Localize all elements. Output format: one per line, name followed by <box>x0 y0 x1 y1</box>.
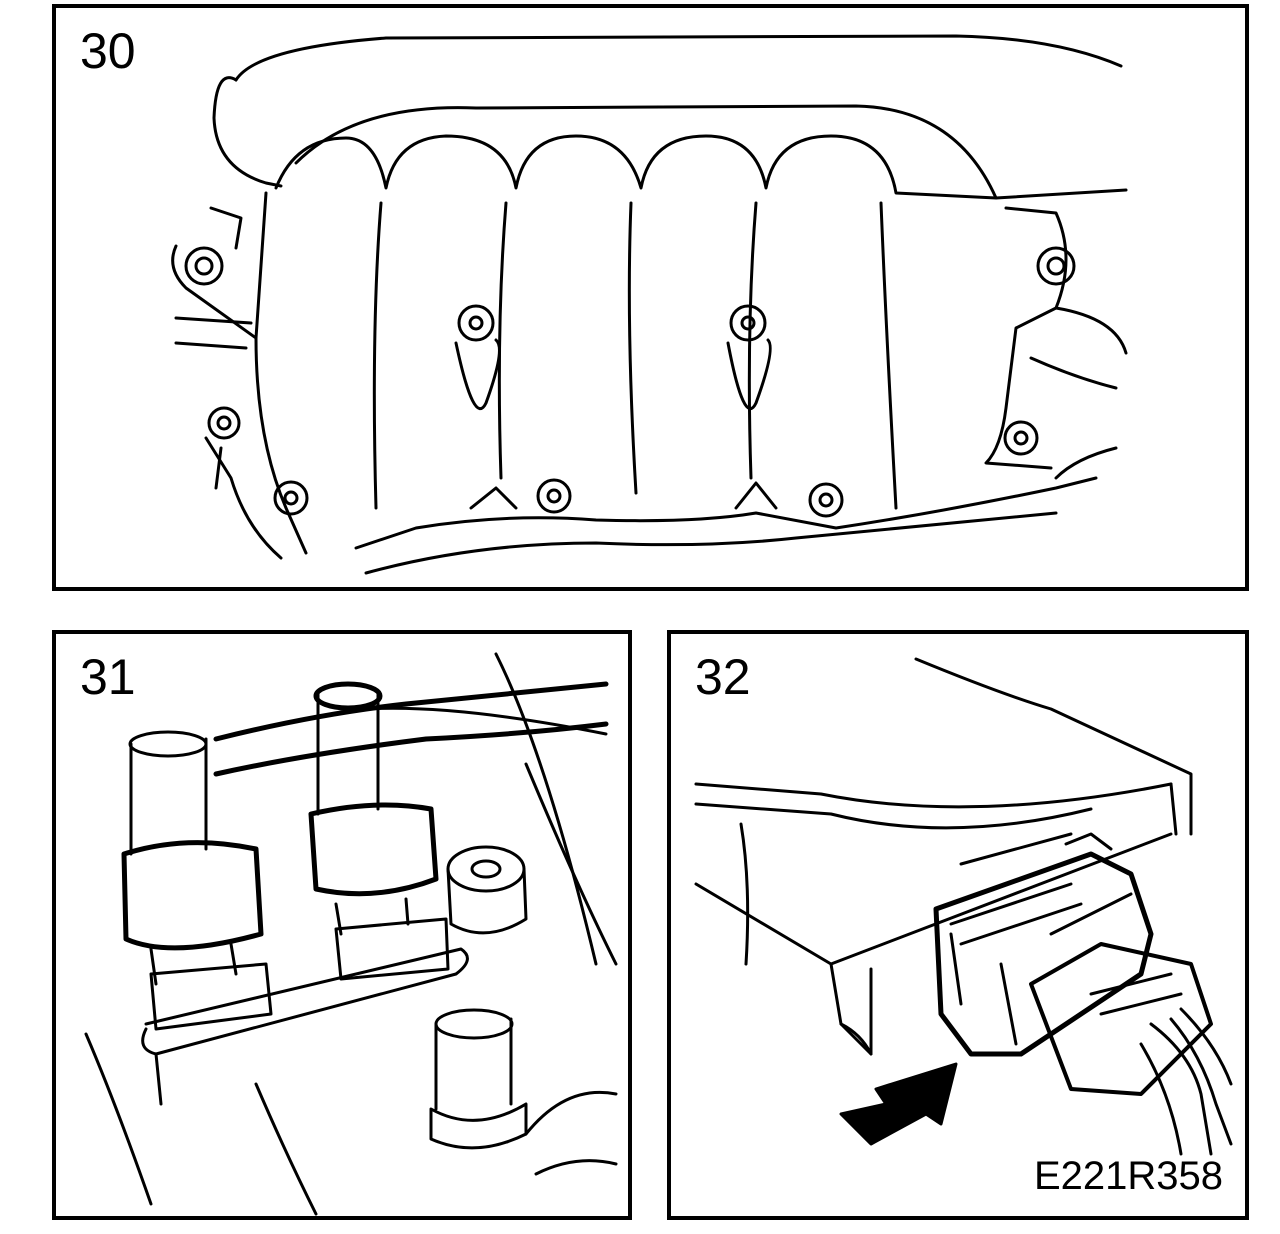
panel-number: 32 <box>695 649 751 705</box>
panel-31: 31 <box>52 630 632 1220</box>
panel-30: 30 <box>52 4 1249 591</box>
panel-number: 31 <box>80 649 136 705</box>
arrow-icon <box>841 1064 956 1144</box>
ecu-connector-illustration <box>671 634 1245 1216</box>
fuel-pipe-fitting-illustration <box>56 634 628 1216</box>
panel-32: 32 E221R358 <box>667 630 1249 1220</box>
panel-number: 30 <box>80 23 136 79</box>
intake-manifold-illustration <box>56 8 1245 587</box>
figure-code: E221R358 <box>1033 1154 1223 1198</box>
